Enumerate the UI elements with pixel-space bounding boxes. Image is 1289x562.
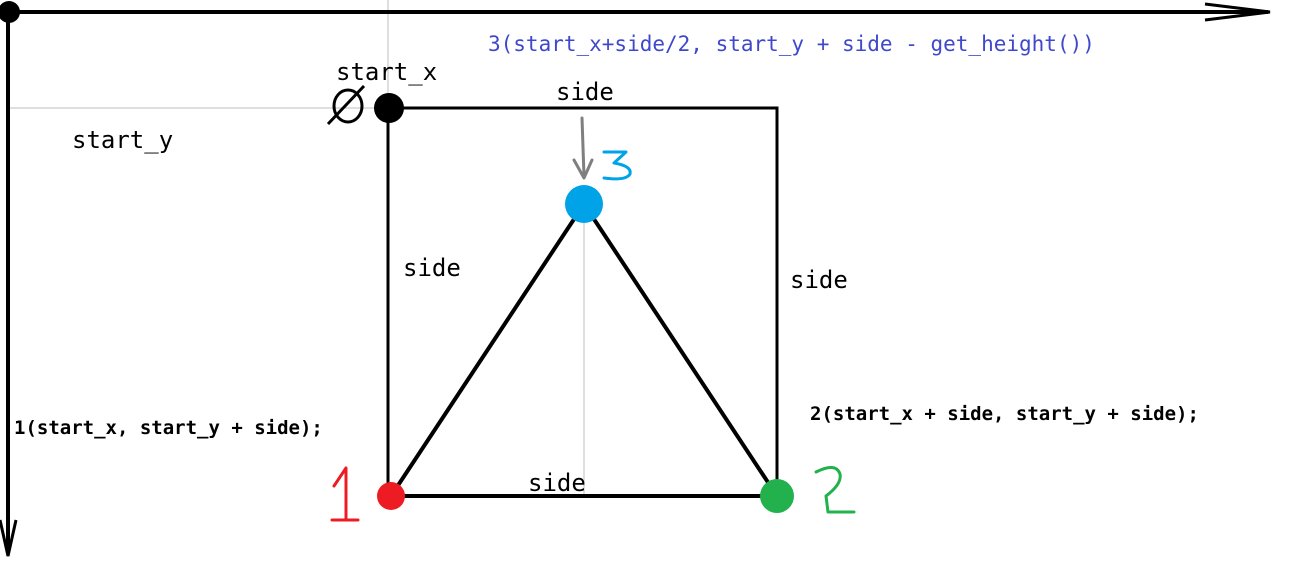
axis-origin-point [0, 1, 20, 23]
right-side-label: side [790, 266, 848, 294]
hand-numeral-2 [814, 466, 856, 514]
x-axis [8, 2, 1271, 22]
point-1-coordinates: 1(start_x, start_y + side); [14, 417, 323, 439]
left-side-label: side [403, 254, 461, 282]
point-1 [377, 482, 405, 510]
point-2-coordinates: 2(start_x + side, start_y + side); [810, 403, 1199, 425]
start-x-label: start_x [336, 58, 437, 86]
y-axis [0, 12, 18, 557]
hand-numeral-3 [602, 150, 632, 181]
point-3 [565, 185, 603, 223]
point-2 [760, 479, 794, 513]
bottom-side-label: side [528, 469, 586, 497]
origin-zero-mark [326, 84, 366, 126]
start-point [374, 93, 404, 123]
hand-numeral-1 [330, 466, 360, 522]
triangle [389, 202, 779, 498]
point-3-coordinates: 3(start_x+side/2, start_y + side - get_h… [488, 32, 1095, 56]
arrow-to-point-3-icon [572, 116, 594, 180]
start-y-label: start_y [72, 126, 173, 154]
top-side-label: side [556, 78, 614, 106]
